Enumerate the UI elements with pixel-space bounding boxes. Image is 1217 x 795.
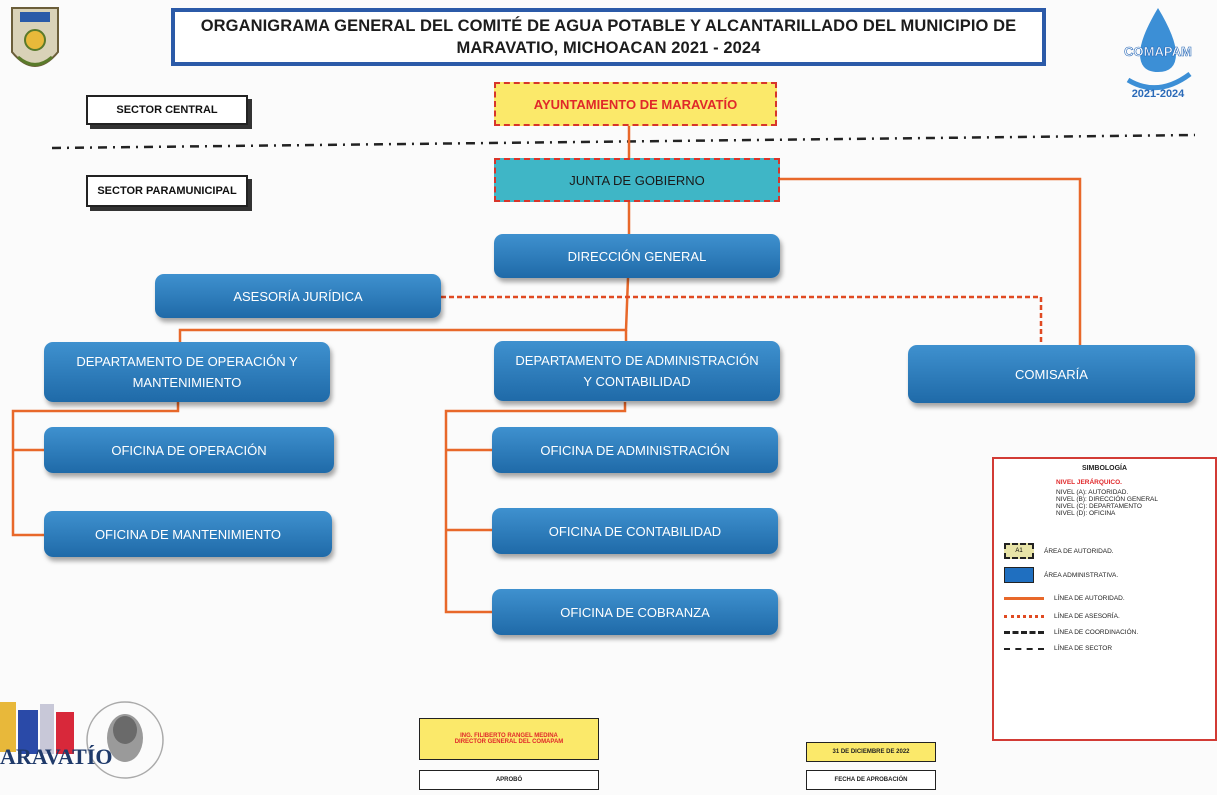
legend-nivel-d: NIVEL (D): OFICINA xyxy=(1056,510,1116,517)
node-oficina-mantenimiento: OFICINA DE MANTENIMIENTO xyxy=(44,511,332,557)
node-asesoria-juridica: ASESORÍA JURÍDICA xyxy=(155,274,441,318)
comapam-years: 2021-2024 xyxy=(1131,88,1185,100)
node-dep-operacion-l1: DEPARTAMENTO DE OPERACIÓN Y xyxy=(76,354,298,369)
title-line-1: ORGANIGRAMA GENERAL DEL COMITÉ DE AGUA P… xyxy=(200,17,1017,35)
legend-auth-swatch: A1 xyxy=(1004,543,1034,559)
comapam-logo: COMAPAM 2021-2024 xyxy=(1118,6,1198,106)
node-of-administracion-label: OFICINA DE ADMINISTRACIÓN xyxy=(540,442,730,458)
chart-title: ORGANIGRAMA GENERAL DEL COMITÉ DE AGUA P… xyxy=(171,8,1046,66)
legend-nivel-b: NIVEL (B): DIRECCIÓN GENERAL xyxy=(1056,496,1158,503)
legend-area-administrativa: ÁREA ADMINISTRATIVA. xyxy=(1004,567,1118,583)
node-dep-operacion-l2: MANTENIMIENTO xyxy=(132,375,242,390)
legend-nivel-c: NIVEL (C): DEPARTAMENTO xyxy=(1056,503,1142,510)
node-oficina-administracion: OFICINA DE ADMINISTRACIÓN xyxy=(492,427,778,473)
legend-linea-coordinacion: LÍNEA DE COORDINACIÓN. xyxy=(1004,629,1138,636)
legend-sector-line-swatch xyxy=(1004,647,1044,650)
node-of-mantenimiento-label: OFICINA DE MANTENIMIENTO xyxy=(94,526,282,542)
maravatio-logo: ARAVATÍO xyxy=(0,690,185,790)
node-direccion-general: DIRECCIÓN GENERAL xyxy=(494,234,780,278)
legend-linea-asesoria: LÍNEA DE ASESORÍA. xyxy=(1004,613,1120,620)
legend-coordination-line-swatch xyxy=(1004,631,1044,634)
node-junta-gobierno: JUNTA DE GOBIERNO xyxy=(494,158,780,202)
node-dep-operacion: DEPARTAMENTO DE OPERACIÓN Y MANTENIMIENT… xyxy=(44,342,330,402)
node-oficina-cobranza: OFICINA DE COBRANZA xyxy=(492,589,778,635)
legend-area-autoridad: A1 ÁREA DE AUTORIDAD. xyxy=(1004,543,1114,559)
sector-paramunicipal-label: SECTOR PARAMUNICIPAL xyxy=(86,175,248,207)
line-direccion-departments xyxy=(178,277,630,345)
footer-director-title: DIRECTOR GENERAL DEL COMAPAM xyxy=(454,739,564,745)
footer-director: ING. FILIBERTO RANGEL MEDINA DIRECTOR GE… xyxy=(419,718,599,760)
node-comisaria-label: COMISARÍA xyxy=(1015,366,1088,382)
sector-line xyxy=(51,133,1196,150)
node-of-contabilidad-label: OFICINA DE CONTABILIDAD xyxy=(548,523,722,539)
legend-authority-line-swatch xyxy=(1004,597,1044,600)
node-dep-admin-l2: Y CONTABILIDAD xyxy=(583,374,691,389)
footer-fecha-label: FECHA DE APROBACIÓN xyxy=(806,770,936,790)
footer-fecha: 31 DE DICIEMBRE DE 2022 xyxy=(806,742,936,762)
line-admin-offices xyxy=(444,402,627,614)
legend-linea-sector: LÍNEA DE SECTOR xyxy=(1004,645,1112,652)
legend-linea-autoridad: LÍNEA DE AUTORIDAD. xyxy=(1004,595,1125,602)
legend-niveles: NIVEL (A): AUTORIDAD. NIVEL (B): DIRECCI… xyxy=(1056,489,1158,517)
footer-aprobo: APROBÓ xyxy=(419,770,599,790)
node-asesoria-label: ASESORÍA JURÍDICA xyxy=(233,288,363,304)
node-dep-admin-l1: DEPARTAMENTO DE ADMINISTRACIÓN xyxy=(515,353,759,368)
line-operacion-offices xyxy=(11,402,180,537)
legend-nivel-a: NIVEL (A): AUTORIDAD. xyxy=(1056,489,1129,496)
legend-admin-swatch xyxy=(1004,567,1034,583)
municipal-coat-of-arms xyxy=(6,2,64,80)
legend-title: SIMBOLOGÍA xyxy=(1081,465,1128,472)
line-junta-comisaria xyxy=(780,177,1082,345)
water-drop-icon xyxy=(1126,8,1192,91)
sector-central-label: SECTOR CENTRAL xyxy=(86,95,248,125)
node-oficina-contabilidad: OFICINA DE CONTABILIDAD xyxy=(492,508,778,554)
comapam-name: COMAPAM xyxy=(1124,44,1192,60)
title-line-2: MARAVATIO, MICHOACAN 2021 - 2024 xyxy=(456,39,761,57)
advisory-line xyxy=(441,295,1043,345)
node-oficina-operacion: OFICINA DE OPERACIÓN xyxy=(44,427,334,473)
node-comisaria: COMISARÍA xyxy=(908,345,1195,403)
node-direccion-label: DIRECCIÓN GENERAL xyxy=(567,248,707,264)
node-of-operacion-label: OFICINA DE OPERACIÓN xyxy=(111,442,267,458)
legend-advisory-line-swatch xyxy=(1004,615,1044,618)
legend-box: SIMBOLOGÍA NIVEL JERÁRQUICO. NIVEL (A): … xyxy=(992,457,1217,741)
footer-director-name: ING. FILIBERTO RANGEL MEDINA xyxy=(460,733,558,739)
node-ayuntamiento: AYUNTAMIENTO DE MARAVATÍO xyxy=(494,82,777,126)
node-of-cobranza-label: OFICINA DE COBRANZA xyxy=(560,604,710,620)
node-dep-administracion: DEPARTAMENTO DE ADMINISTRACIÓN Y CONTABI… xyxy=(494,341,780,401)
maravatio-logo-text: ARAVATÍO xyxy=(0,744,113,769)
legend-nivel-title: NIVEL JERÁRQUICO. xyxy=(1056,479,1122,486)
